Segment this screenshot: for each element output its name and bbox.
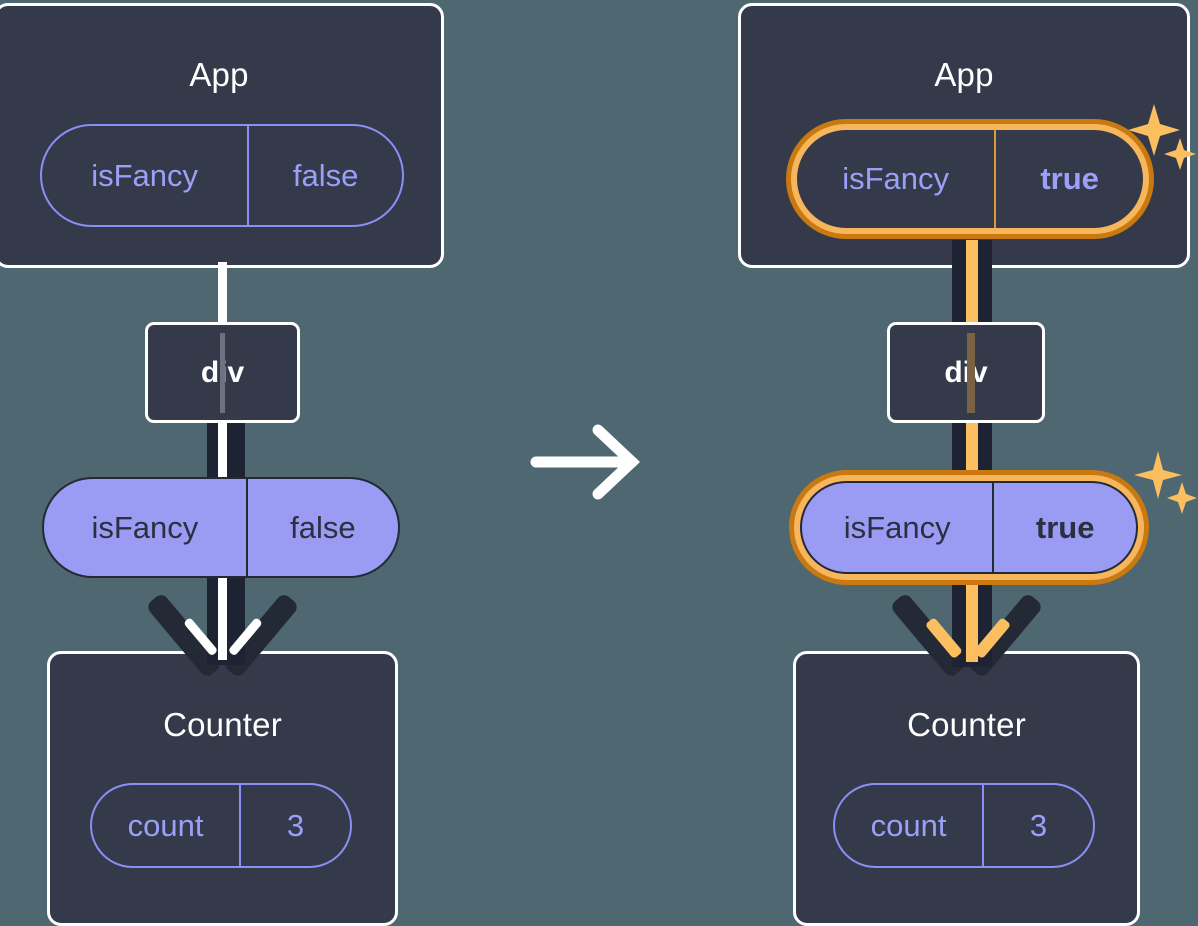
- counter-state-value-before: 3: [239, 785, 350, 866]
- connector-app-to-div-after: [966, 240, 978, 335]
- arrow-stem-after: [966, 570, 978, 662]
- connector-div-to-prop-before: [218, 420, 227, 484]
- prop-value-before: false: [245, 479, 398, 576]
- sparkle-icon-app: [1126, 100, 1198, 180]
- connector-app-to-div-before: [218, 262, 227, 332]
- app-title-before: App: [189, 56, 249, 93]
- div-label-after: div: [944, 355, 988, 389]
- app-state-pill-core-after: isFancy true: [797, 130, 1143, 228]
- prop-name-before: isFancy: [91, 509, 199, 545]
- arrow-stem-before: [218, 570, 227, 660]
- counter-state-value-after: 3: [982, 785, 1093, 866]
- app-state-pill-ring-after: isFancy true: [791, 124, 1149, 234]
- div-box-after: div: [887, 322, 1045, 423]
- counter-title-before: Counter: [163, 706, 282, 743]
- counter-state-name-before: count: [127, 807, 204, 843]
- arrow-tip-before: [183, 617, 263, 665]
- app-title-after: App: [934, 56, 994, 93]
- transition-arrow-icon: [528, 420, 648, 505]
- prop-value-after: true: [992, 483, 1136, 572]
- connector-through-div-before: [220, 333, 225, 413]
- prop-pill-before[interactable]: isFancy false: [42, 477, 400, 578]
- app-state-pill-after[interactable]: isFancy true: [786, 119, 1154, 239]
- prop-pill-after[interactable]: isFancy true: [789, 470, 1149, 585]
- prop-pill-core-after: isFancy true: [800, 481, 1138, 574]
- prop-name-after: isFancy: [843, 509, 951, 545]
- app-state-pill-before[interactable]: isFancy false: [40, 124, 404, 227]
- connector-through-div-after: [967, 333, 975, 413]
- app-state-value-before: false: [247, 126, 402, 225]
- app-state-value-after: true: [994, 130, 1143, 228]
- sparkle-icon-prop: [1132, 448, 1198, 522]
- counter-title-after: Counter: [907, 706, 1026, 743]
- app-state-name-before: isFancy: [91, 157, 198, 193]
- counter-state-name-after: count: [870, 807, 947, 843]
- connector-div-to-prop-after: [966, 420, 978, 484]
- arrow-tip-after: [924, 617, 1012, 665]
- app-state-name-after: isFancy: [842, 161, 950, 196]
- counter-box-before: Counter: [47, 651, 398, 926]
- prop-pill-ring-after: isFancy true: [794, 475, 1144, 580]
- counter-state-pill-before[interactable]: count 3: [90, 783, 352, 868]
- counter-state-pill-after[interactable]: count 3: [833, 783, 1095, 868]
